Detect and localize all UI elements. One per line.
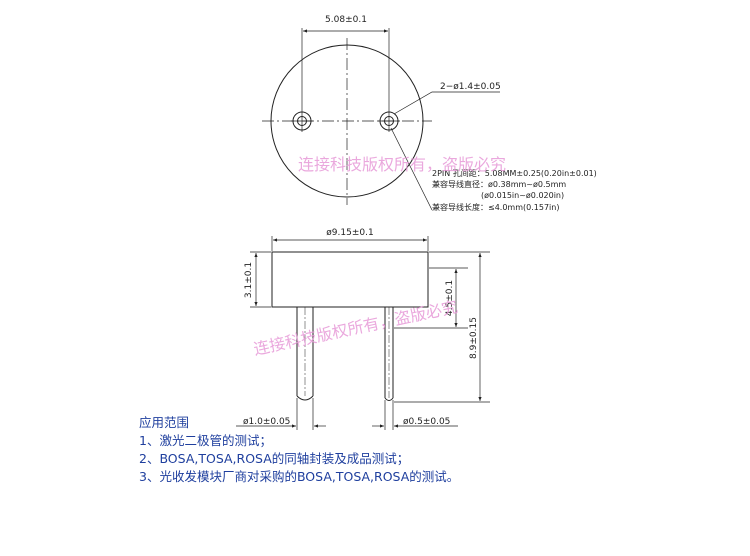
height-dimension-label: 3.1±0.1: [244, 262, 254, 298]
note-line: 兼容导线长度：≤4.0mm(0.157in): [432, 202, 559, 212]
right-pin: [384, 307, 394, 401]
side-view-body: [271, 251, 429, 308]
right-pin-dimension-label: ø0.5±0.05: [403, 417, 450, 427]
top-view: [262, 28, 500, 211]
watermark: 连接科技版权所有，盗版必究: [298, 155, 506, 174]
notes-leader: [390, 127, 433, 211]
hole-left: [291, 110, 313, 132]
side-view: [236, 236, 490, 430]
hole-dimension-label: 2−ø1.4±0.05: [440, 82, 501, 92]
note-line: 兼容导线直径：ø0.38mm~ø0.5mm: [432, 179, 566, 189]
application-item: 2、BOSA,TOSA,ROSA的同轴封装及成品测试；: [139, 451, 410, 466]
hole-right: [378, 110, 400, 132]
pitch-dimension-label: 5.08±0.1: [325, 15, 367, 25]
pin-offset-dimension-label: 4.5±0.1: [445, 280, 455, 316]
note-line: (ø0.015in~ø0.020in): [481, 191, 564, 200]
application-item: 1、激光二极管的测试；: [139, 433, 272, 448]
hole-leader: [393, 91, 500, 115]
application-item: 3、光收发模块厂商对采购的BOSA,TOSA,ROSA的测试。: [139, 469, 460, 484]
notes-block: 2PIN 孔间距：5.08MM±0.25(0.20in±0.01) 兼容导线直径…: [432, 169, 597, 212]
total-height-dimension-label: 8.9±0.15: [469, 317, 479, 359]
applications-title: 应用范围: [139, 415, 190, 430]
applications-section: 应用范围 1、激光二极管的测试； 2、BOSA,TOSA,ROSA的同轴封装及成…: [139, 414, 459, 486]
note-line: 2PIN 孔间距：5.08MM±0.25(0.20in±0.01): [432, 169, 597, 178]
diameter-dimension-label: ø9.15±0.1: [326, 228, 373, 238]
left-pin-dimension-label: ø1.0±0.05: [243, 417, 290, 427]
left-pin: [296, 307, 314, 401]
